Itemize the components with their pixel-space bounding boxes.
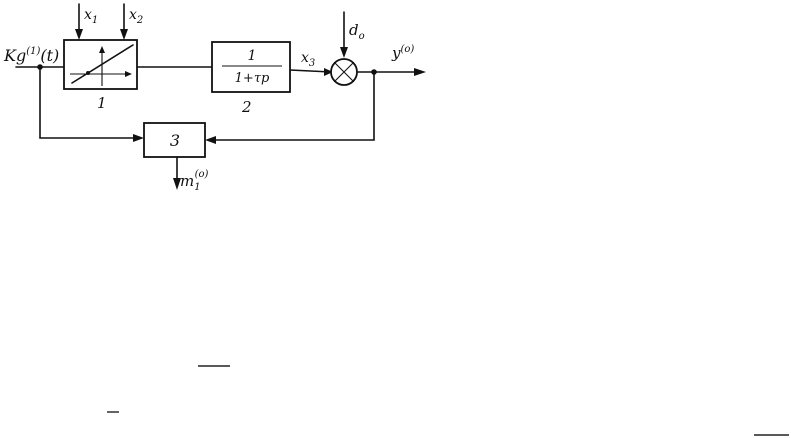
arrow-into-block3-left bbox=[133, 134, 144, 142]
block1-y-axis-arrow bbox=[99, 46, 105, 53]
feedforward-line bbox=[39, 66, 136, 139]
block3-output-arrow bbox=[173, 178, 181, 190]
block2-numerator: 1 bbox=[248, 48, 257, 64]
block2-denominator: 1+τp bbox=[235, 71, 270, 86]
output-label: y(o) bbox=[391, 44, 414, 62]
block-3 bbox=[143, 122, 206, 158]
m-label: m1(o) bbox=[180, 169, 209, 193]
disturb-arrow bbox=[340, 47, 348, 58]
arrow-into-sum bbox=[324, 68, 333, 76]
block1-x-axis-arrow bbox=[125, 71, 132, 77]
x1-label: x1 bbox=[84, 7, 98, 26]
x3-label: x3 bbox=[301, 50, 315, 69]
x1-arrow bbox=[75, 29, 83, 40]
x2-label: x2 bbox=[129, 7, 143, 26]
output-arrow bbox=[414, 68, 426, 76]
block1-characteristic bbox=[71, 44, 134, 84]
block-2 bbox=[211, 41, 291, 93]
sum-cross-b bbox=[334, 62, 354, 82]
feedback-line bbox=[213, 71, 375, 141]
block3-label: 3 bbox=[170, 131, 180, 150]
block1-point bbox=[86, 71, 90, 75]
x2-arrow bbox=[120, 29, 128, 40]
input-label: Kg(1)(t) bbox=[3, 46, 59, 65]
arrow-into-block3-right bbox=[205, 136, 216, 144]
block1-number: 1 bbox=[97, 94, 107, 112]
block2-number: 2 bbox=[241, 98, 252, 116]
disturb-label: do bbox=[349, 21, 365, 42]
